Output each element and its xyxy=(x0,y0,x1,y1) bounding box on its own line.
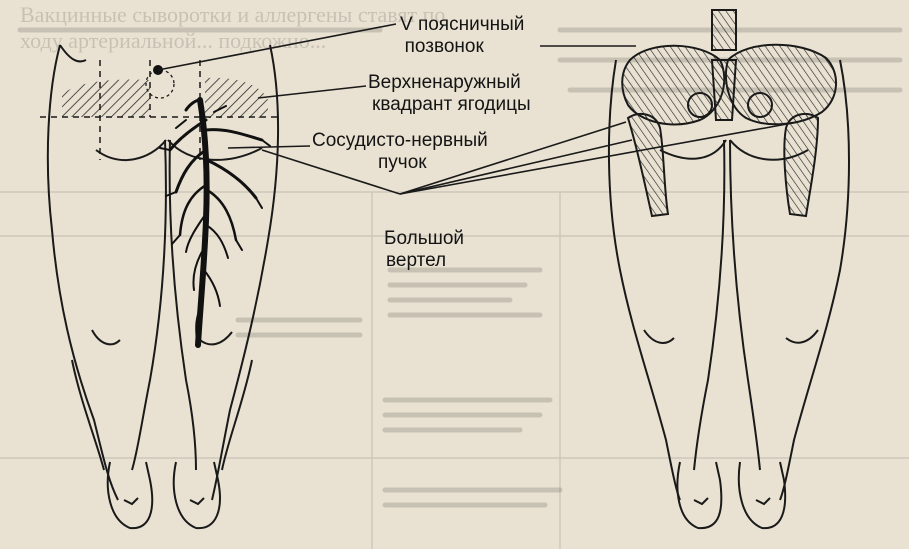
label-line: Большой xyxy=(384,228,464,250)
background-print-text: Вакцинные сыворотки и аллергены ставят п… xyxy=(20,2,445,54)
label-line: квадрант ягодицы xyxy=(372,94,531,116)
pelvis-right xyxy=(726,45,836,125)
femur-right xyxy=(784,114,818,216)
background-line: Вакцинные сыворотки и аллергены ставят п… xyxy=(20,2,445,28)
right-figure xyxy=(609,10,849,528)
femur-left xyxy=(628,114,668,216)
background-line: ходу артериальной... подкожно... xyxy=(20,28,445,54)
label-greater-trochanter: Большой вертел xyxy=(384,228,464,272)
left-quadrant-hatch xyxy=(62,80,150,117)
label-line: вертел xyxy=(386,250,466,272)
label-line: пучок xyxy=(378,152,554,174)
label-neurovascular-bundle: Сосудисто-нервный пучок xyxy=(312,130,488,174)
left-figure xyxy=(40,45,278,528)
label-upper-outer-quadrant: Верхненаружный квадрант ягодицы xyxy=(368,72,527,116)
label-line: Сосудисто-нервный xyxy=(312,130,488,152)
label-line: Верхненаружный xyxy=(368,72,527,94)
